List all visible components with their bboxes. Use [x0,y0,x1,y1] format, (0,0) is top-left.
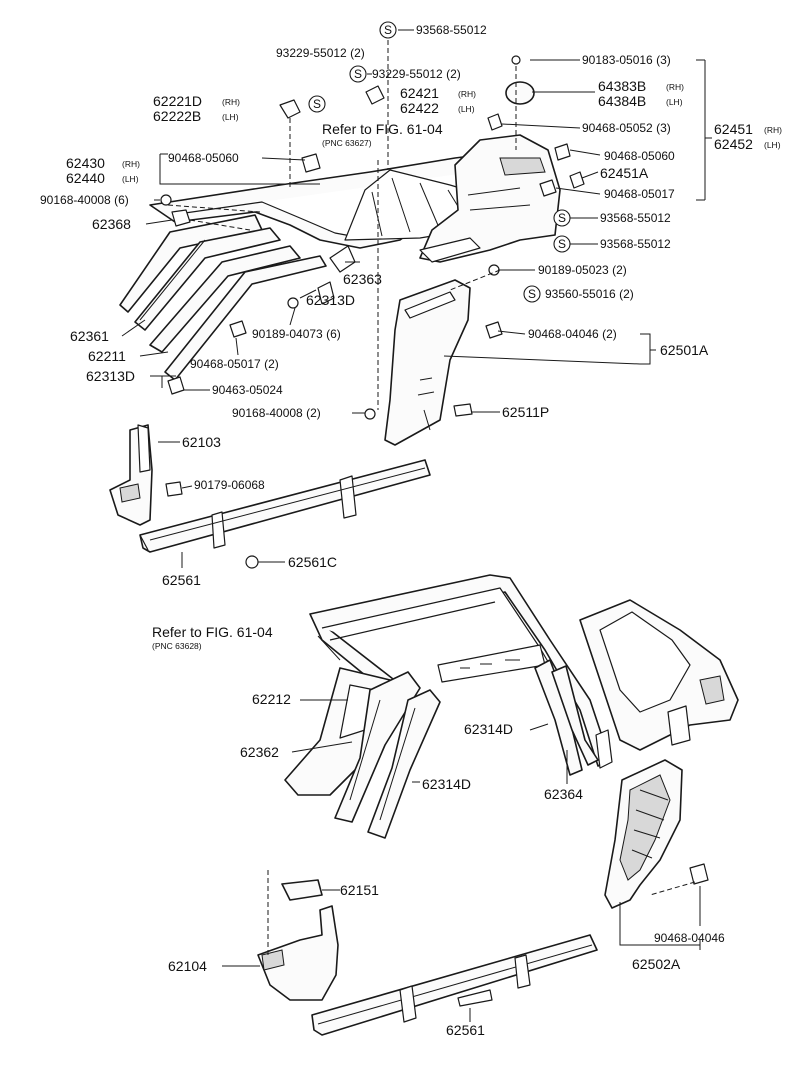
rear-quarter-panel [579,599,739,751]
label-lh-5: (LH) [122,174,139,184]
label-93229-55012-a: 93229-55012 (2) [276,46,365,60]
center-pillar-trims [284,667,441,839]
s-symbol-text-2: S [313,97,321,111]
label-62421: 62421 [400,85,439,101]
lower-lines [222,635,701,1022]
label-90468-05060-b: 90468-05060 [604,149,675,163]
middle-leader-lines [158,441,285,568]
label-lh-2: (LH) [458,104,475,114]
label-62313d-b: 62313D [86,368,135,384]
s-symbols: S S S S S S [308,21,571,303]
s-symbol-2 [308,95,326,113]
upper-leader-lines [121,29,712,414]
label-90168-40008-b: 90168-40008 (2) [232,406,321,420]
label-64384b: 64384B [598,93,646,109]
label-62364: 62364 [544,786,583,802]
label-62362: 62362 [240,744,279,760]
upper-assembly-lines [167,40,517,410]
label-62212: 62212 [252,691,291,707]
label-62222b: 62222B [153,108,201,124]
label-rh-2: (RH) [458,89,476,99]
label-62361: 62361 [70,328,109,344]
s-symbol-3 [349,65,367,83]
label-90463-05024: 90463-05024 [212,383,283,397]
label-62314d-b: 62314D [422,776,471,792]
small-trim-parts [317,245,356,305]
label-62451: 62451 [714,121,753,137]
label-90468-05052: 90468-05052 (3) [582,121,671,135]
s-symbol-4 [553,209,571,227]
label-90168-40008-a: 90168-40008 (6) [40,193,129,207]
label-90468-05017-a: 90468-05017 [604,187,675,201]
door-opening-frame [309,574,611,767]
label-90179-06068: 90179-06068 [194,478,265,492]
label-62511p: 62511P [502,404,549,420]
label-62368: 62368 [92,216,131,232]
label-refer-top: Refer to FIG. 61-04 [322,121,443,137]
label-90468-05017-b: 90468-05017 (2) [190,357,279,371]
label-62561-a: 62561 [162,572,201,588]
quarter-trim-panel-62502a [604,759,709,909]
label-rh-1: (RH) [222,97,240,107]
label-rh-5: (RH) [122,159,140,169]
label-62440: 62440 [66,170,105,186]
label-93229-55012-b: 93229-55012 (2) [372,67,461,81]
label-90189-04073: 90189-04073 (6) [252,327,341,341]
label-62313d-a: 62313D [306,292,355,308]
label-62363: 62363 [343,271,382,287]
front-pillar-trims [119,214,327,381]
pillar-62103 [109,424,153,526]
quarter-trim-panel-62501a [384,279,471,446]
label-90189-05023: 90189-05023 (2) [538,263,627,277]
label-lh-3: (LH) [666,97,683,107]
label-lh-1: (LH) [222,112,239,122]
s-symbol-text-5: S [558,237,566,251]
label-93560-55016: 93560-55016 (2) [545,287,634,301]
label-rh-3: (RH) [666,82,684,92]
label-64383b: 64383B [598,78,646,94]
label-pnc-bottom: (PNC 63628) [152,641,202,651]
label-93568-55012-top: 93568-55012 [416,23,487,37]
label-refer-bottom: Refer to FIG. 61-04 [152,624,273,640]
label-62430: 62430 [66,155,105,171]
floor-rail-62561-upper [139,459,431,553]
label-93568-55012-c: 93568-55012 [600,237,671,251]
label-62452: 62452 [714,136,753,152]
label-62221d: 62221D [153,93,202,109]
part-labels: 93568-55012 93229-55012 (2) 93229-55012 … [40,23,782,1038]
label-90183-05016: 90183-05016 (3) [582,53,671,67]
label-62103: 62103 [182,434,221,450]
label-93568-55012-b: 93568-55012 [600,211,671,225]
middle-fasteners [165,481,259,569]
s-symbol-text-3: S [354,67,362,81]
label-62211: 62211 [88,348,126,364]
label-pnc-top: (PNC 63627) [322,138,372,148]
s-symbol-5 [553,235,571,253]
floor-rail-62561-lower [311,934,598,1036]
s-symbol-text-6: S [528,287,536,301]
label-90468-04046-b: 90468-04046 [654,931,725,945]
label-62422: 62422 [400,100,439,116]
label-62314d-a: 62314D [464,721,513,737]
label-62451a: 62451A [600,165,649,181]
label-62501a: 62501A [660,342,709,358]
label-62151: 62151 [340,882,379,898]
s-symbol-text-4: S [558,211,566,225]
s-symbol-text-1: S [384,23,392,37]
label-lh-4: (LH) [764,140,781,150]
rear-pillar-trims [534,659,613,776]
label-62561-b: 62561 [446,1022,485,1038]
s-symbol-6 [523,285,541,303]
label-62104: 62104 [168,958,207,974]
label-90468-05060-a: 90468-05060 [168,151,239,165]
label-rh-4: (RH) [764,125,782,135]
label-90468-04046-a: 90468-04046 (2) [528,327,617,341]
label-62561c: 62561C [288,554,337,570]
kick-panel-parts [257,879,339,1001]
s-symbol-1 [379,21,397,39]
label-62502a: 62502A [632,956,681,972]
upper-quarter-trim-panel [419,134,561,263]
